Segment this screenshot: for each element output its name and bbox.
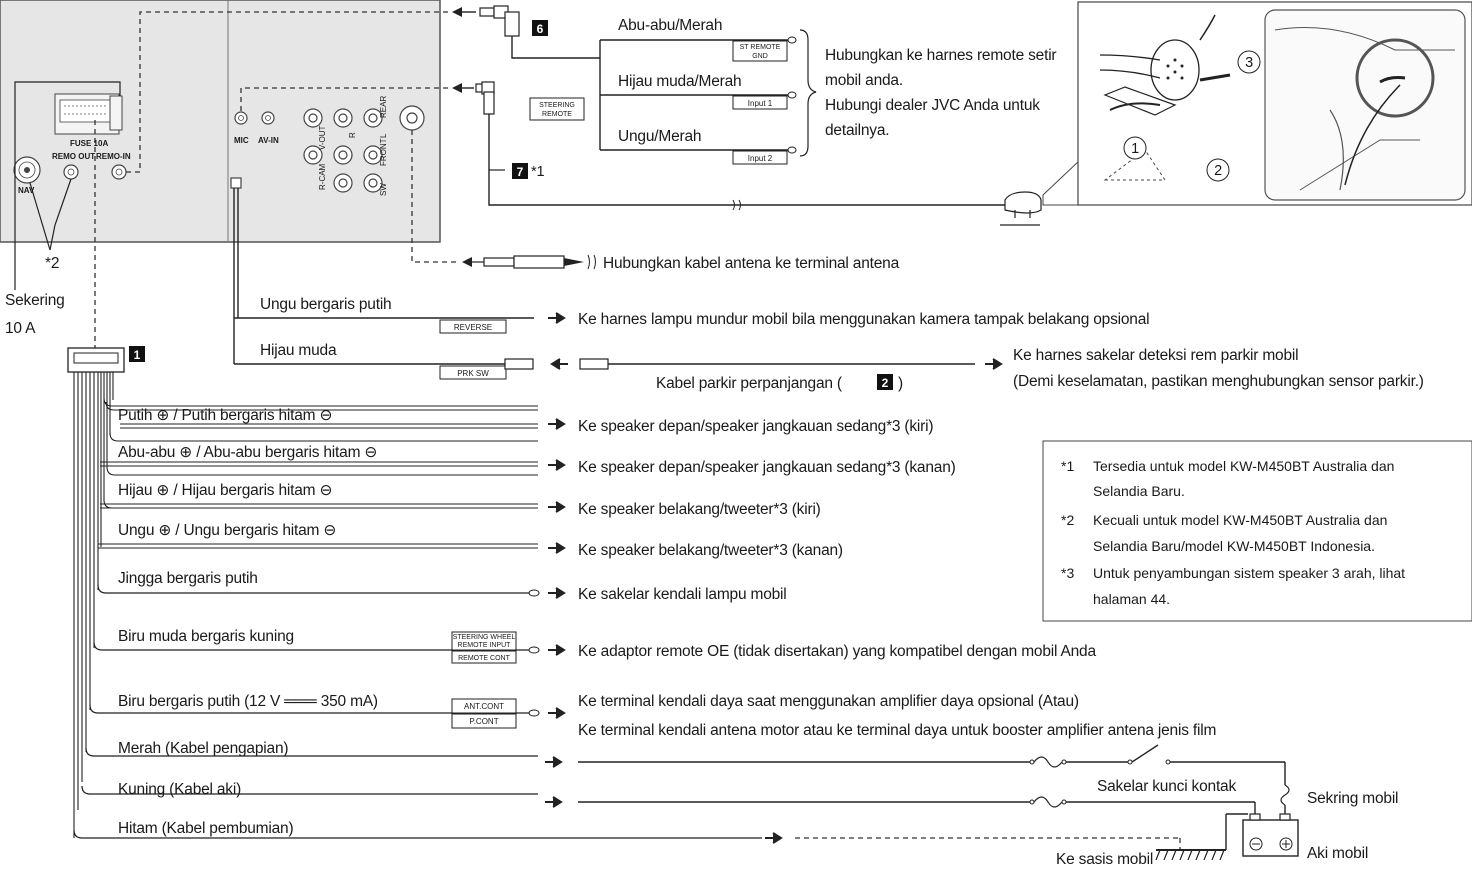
note-3-line1: Untuk penyambungan sistem speaker 3 arah… bbox=[1093, 565, 1405, 581]
star2-label: *2 bbox=[45, 255, 59, 272]
wire-label-black: Hitam (Kabel pembumian) bbox=[118, 820, 293, 837]
r-label: R bbox=[348, 132, 357, 138]
fuse-callout: Sekering 10 A *2 bbox=[5, 81, 121, 337]
wire-dest-lightblue: Ke adaptor remote OE (tidak disertakan) … bbox=[578, 643, 1096, 660]
remote-line1: Hubungkan ke harnes remote setir bbox=[825, 47, 1056, 64]
note-3-mark: *3 bbox=[1061, 565, 1074, 581]
st-remote-tag-1: ST REMOTE bbox=[740, 44, 781, 51]
nav-label: NAV bbox=[18, 186, 35, 195]
ant-cont-tag: ANT.CONT bbox=[464, 702, 504, 711]
wire-label-purple: Ungu ⊕ / Ungu bergaris hitam ⊖ bbox=[118, 522, 336, 539]
remote-line2: mobil anda. bbox=[825, 72, 903, 89]
sekering-value: 10 A bbox=[5, 320, 36, 337]
prksw-tag: PRK SW bbox=[457, 369, 489, 378]
wire-dest-white: Ke speaker depan/speaker jangkauan sedan… bbox=[578, 418, 933, 435]
mic-install-illustration: 1 2 3 bbox=[1042, 1, 1472, 206]
note-3-line2: halaman 44. bbox=[1093, 591, 1170, 607]
av-in-label: AV-IN bbox=[258, 136, 279, 145]
steering-tag-1: STEERING bbox=[539, 102, 575, 109]
wire-dest-prksw: Ke harnes sakelar deteksi rem parkir mob… bbox=[1013, 347, 1298, 364]
note-1-mark: *1 bbox=[1061, 458, 1074, 474]
st-remote-tag-2: GND bbox=[752, 53, 768, 60]
steering-tag-2: REMOTE bbox=[542, 111, 572, 118]
note-1-line1: Tersedia untuk model KW-M450BT Australia… bbox=[1093, 458, 1394, 474]
notes-box: *1 Tersedia untuk model KW-M450BT Austra… bbox=[1042, 440, 1472, 622]
wire-dest-green: Ke speaker belakang/tweeter*3 (kiri) bbox=[578, 501, 821, 518]
wire-label-orange: Jingga bergaris putih bbox=[118, 570, 258, 587]
reverse-prk-wiring: Ungu bergaris putih REVERSE Ke harnes la… bbox=[233, 188, 1424, 392]
l-label: L bbox=[379, 133, 388, 138]
ungu-merah-label: Ungu/Merah bbox=[618, 128, 701, 145]
remote-cont-tag: REMOTE CONT bbox=[458, 655, 510, 662]
wire-dest-prksw-2: (Demi keselamatan, pastikan menghubungka… bbox=[1013, 373, 1424, 390]
remote-line3: Hubungi dealer JVC Anda untuk bbox=[825, 97, 1040, 114]
fuse-label: FUSE 10A bbox=[70, 139, 108, 148]
ext-cable-close: ) bbox=[898, 375, 903, 392]
note-2-line1: Kecuali untuk model KW-M450BT Australia … bbox=[1093, 512, 1387, 528]
callout-3: 3 bbox=[1245, 55, 1253, 71]
chassis-label: Ke sasis mobil bbox=[1056, 851, 1153, 868]
wire-label-red: Merah (Kabel pengapian) bbox=[118, 740, 288, 757]
mic-label: MIC bbox=[234, 136, 249, 145]
sekering-label: Sekering bbox=[5, 292, 65, 309]
main-harness: 1 bbox=[67, 120, 145, 838]
v-out-label: V-OUT bbox=[318, 125, 327, 150]
abu-merah-label: Abu-abu/Merah bbox=[618, 17, 722, 34]
hijau-merah-label: Hijau muda/Merah bbox=[618, 73, 741, 90]
r-cam-label: R-CAM bbox=[318, 163, 327, 190]
reverse-tag: REVERSE bbox=[454, 323, 492, 332]
callout-2: 2 bbox=[1214, 163, 1222, 179]
callout-1: 1 bbox=[1131, 141, 1139, 157]
ignition-switch-label: Sakelar kunci kontak bbox=[1097, 778, 1236, 795]
wire-label-prksw: Hijau muda bbox=[260, 342, 337, 359]
speaker-wires: Putih ⊕ / Putih bergaris hitam ⊖ Ke spea… bbox=[98, 397, 956, 559]
note-1-line2: Selandia Baru. bbox=[1093, 483, 1185, 499]
wire-label-blue: Biru bergaris putih (12 V ═══ 350 mA) bbox=[118, 693, 378, 710]
remote-line4: detailnya. bbox=[825, 122, 889, 139]
badge-7: 7 bbox=[517, 165, 524, 179]
remo-in-label: REMO-IN bbox=[96, 152, 131, 161]
p-cont-tag: P.CONT bbox=[469, 717, 498, 726]
antenna-label: Hubungkan kabel antena ke terminal anten… bbox=[603, 255, 900, 272]
car-fuse-label: Sekring mobil bbox=[1307, 790, 1398, 807]
rear-label: REAR bbox=[379, 96, 388, 118]
wire-dest-blue-2: Ke terminal kendali antena motor atau ke… bbox=[578, 722, 1216, 739]
control-wires: Jingga bergaris putih Ke sakelar kendali… bbox=[89, 570, 1216, 739]
antenna-connection: Hubungkan kabel antena ke terminal anten… bbox=[411, 130, 900, 272]
battery-label: Aki mobil bbox=[1307, 845, 1368, 862]
remo-out-label: REMO OUT bbox=[52, 152, 95, 161]
wire-label-lightblue: Biru muda bergaris kuning bbox=[118, 628, 294, 645]
badge-2: 2 bbox=[882, 376, 889, 390]
wire-label-white: Putih ⊕ / Putih bergaris hitam ⊖ bbox=[118, 407, 332, 424]
badge-6: 6 bbox=[537, 22, 544, 36]
head-unit-rear-panel: FUSE 10A REMO OUT REMO-IN NAV MIC AV-IN bbox=[0, 0, 441, 243]
wire-label-green: Hijau ⊕ / Hijau bergaris hitam ⊖ bbox=[118, 482, 332, 499]
power-wires: Merah (Kabel pengapian) Sakelar kunci ko… bbox=[73, 740, 1399, 868]
wire-label-reverse: Ungu bergaris putih bbox=[260, 296, 391, 313]
front-label: FRONT bbox=[379, 138, 388, 166]
note-2-line2: Selandia Baru/model KW-M450BT Indonesia. bbox=[1093, 538, 1375, 554]
steering-wheel-tag-2: REMOTE INPUT bbox=[458, 642, 512, 649]
wire-dest-grey: Ke speaker depan/speaker jangkauan sedan… bbox=[578, 459, 956, 476]
wire-dest-blue: Ke terminal kendali daya saat menggunaka… bbox=[578, 693, 1079, 710]
wire-dest-purple: Ke speaker belakang/tweeter*3 (kanan) bbox=[578, 542, 843, 559]
ext-cable-label: Kabel parkir perpanjangan ( bbox=[656, 375, 843, 392]
wire-label-yellow: Kuning (Kabel aki) bbox=[118, 781, 241, 798]
note-2-mark: *2 bbox=[1061, 512, 1074, 528]
wire-dest-reverse: Ke harnes lampu mundur mobil bila menggu… bbox=[578, 311, 1149, 328]
star1-label: *1 bbox=[531, 164, 544, 180]
sw-label: SW bbox=[379, 183, 388, 196]
remote-wiring: 6 Abu-abu/Merah Hijau muda/Merah Ungu/Me… bbox=[126, 5, 1057, 226]
wire-label-grey: Abu-abu ⊕ / Abu-abu bergaris hitam ⊖ bbox=[118, 444, 377, 461]
steering-wheel-tag-1: STEERING WHEEL bbox=[453, 634, 516, 641]
input1-tag: Input 1 bbox=[748, 99, 773, 108]
input2-tag: Input 2 bbox=[748, 154, 773, 163]
badge-1: 1 bbox=[134, 348, 141, 362]
wire-dest-orange: Ke sakelar kendali lampu mobil bbox=[578, 586, 787, 603]
